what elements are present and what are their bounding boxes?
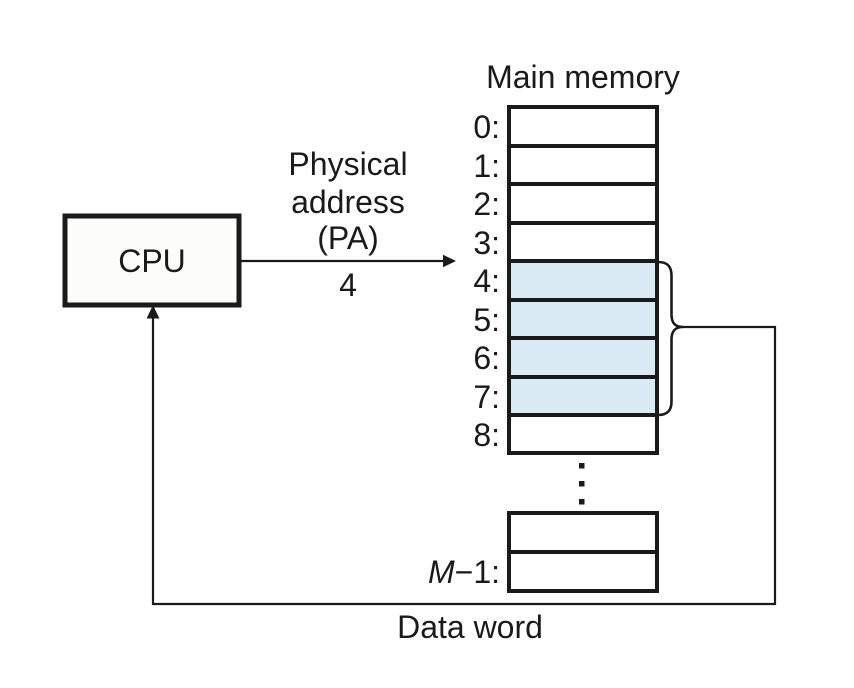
physical-address-arrow (241, 254, 456, 268)
row-label-2: 2: (473, 186, 500, 222)
memory-cell-6 (507, 336, 659, 379)
memory-cell-5 (507, 298, 659, 340)
row-label-1: 1: (473, 148, 500, 184)
row-label-4: 4: (473, 263, 500, 299)
memory-cell-8 (507, 413, 659, 455)
memory-cell-0 (507, 105, 659, 148)
block-brace-icon (657, 260, 684, 417)
cpu-label: CPU (118, 243, 186, 279)
memory-cell-3 (507, 221, 659, 263)
pa-label-line3: (PA) (317, 220, 379, 256)
pa-arrowhead-icon (443, 254, 456, 268)
memory-array (507, 105, 659, 455)
cpu-rect (62, 213, 242, 308)
pa-value: 4 (339, 267, 357, 303)
row-label-3: 3: (473, 225, 500, 261)
memory-tail-block: M−1: (428, 511, 659, 593)
physical-address-label: Physical address (PA) 4 (288, 146, 407, 303)
row-label-6: 6: (473, 340, 500, 376)
memory-cell-m-minus-1 (507, 550, 659, 593)
row-label-7: 7: (473, 379, 500, 415)
data-word-arrowhead-icon (146, 305, 160, 319)
row-label-0: 0: (473, 109, 500, 145)
cpu-box: CPU (62, 213, 242, 308)
main-memory-title: Main memory (486, 59, 680, 95)
row-label-8: 8: (473, 417, 500, 453)
data-word-label: Data word (397, 609, 543, 645)
memory-cell-7 (507, 375, 659, 417)
data-word-wire (151, 317, 777, 606)
memory-cell-tail-1 (507, 511, 659, 554)
pa-label-line2: address (291, 184, 405, 220)
ellipsis-dots-icon (579, 463, 585, 505)
ellipsis-dot (579, 463, 585, 469)
ellipsis-dot (579, 481, 585, 487)
memory-row-labels: 0: 1: 2: 3: 4: 5: 6: 7: 8: (473, 109, 500, 453)
memory-cell-4 (507, 259, 659, 302)
row-label-5: 5: (473, 302, 500, 338)
row-label-m-minus-1: M−1: (428, 554, 500, 590)
memory-cell-2 (507, 182, 659, 225)
pa-label-line1: Physical (288, 146, 407, 182)
m-symbol: M (428, 554, 455, 590)
ellipsis-dot (579, 499, 585, 505)
memory-cell-1 (507, 144, 659, 186)
m-minus-1-rest: −1: (455, 554, 500, 590)
